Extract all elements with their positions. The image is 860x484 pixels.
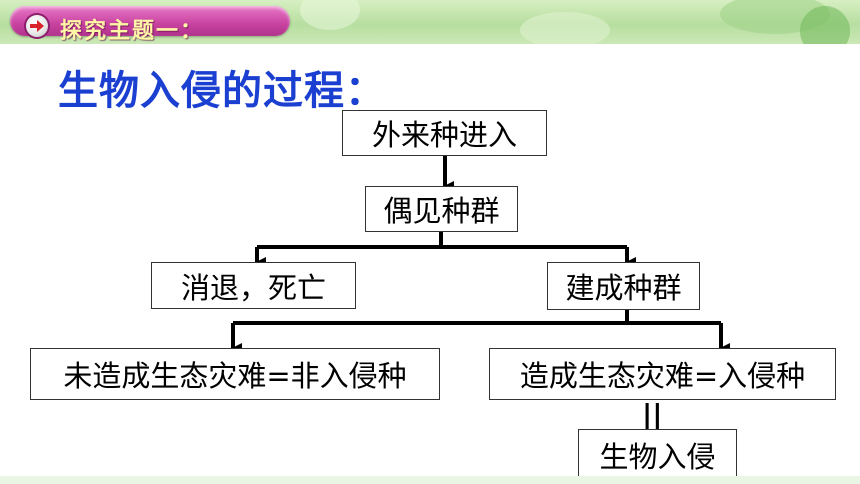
arrow-right-icon [26,15,48,37]
decorative-bubble [520,12,610,44]
node-establish: 建成种群 [547,262,700,310]
node-entry: 外来种进入 [342,110,547,156]
topic-label: 探究主题一： [60,19,205,44]
equals-sign: || [642,398,663,431]
node-invasion: 生物入侵 [578,429,737,480]
node-non-invasive: 未造成生态灾难=非入侵种 [30,348,440,400]
node-encounter: 偶见种群 [365,186,518,232]
decorative-bubble [800,6,850,44]
node-decline: 消退，死亡 [151,262,356,309]
topic-pill: 探究主题一： [10,6,290,44]
node-invasive: 造成生态灾难=入侵种 [489,348,836,400]
footer-band [0,476,860,484]
page-title: 生物入侵的过程： [58,68,386,114]
header-bar: 探究主题一： [0,0,860,44]
